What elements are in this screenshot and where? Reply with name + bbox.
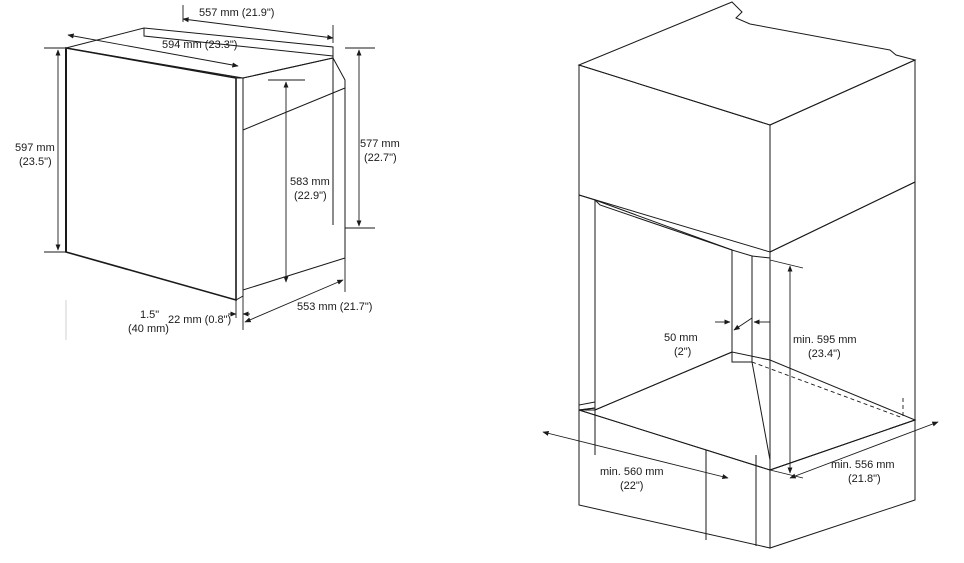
min-width-label-2: (22") (620, 480, 643, 492)
door-offset-label-1: 1.5" (140, 309, 159, 321)
vent-gap-label-2: (2") (674, 346, 691, 358)
height-front-label-1: 597 mm (15, 142, 55, 154)
cabinet-labels: 50 mm (2") min. 595 mm (23.4") min. 560 … (600, 332, 895, 492)
min-height-label-2: (23.4") (808, 348, 841, 360)
width-front-label: 594 mm (23.3") (162, 39, 237, 51)
cabinet-dimension-lines (542, 259, 939, 480)
door-offset-label-2: (40 mm) (128, 323, 169, 335)
height-front-label-2: (23.5") (19, 156, 52, 168)
oven-labels: 557 mm (21.9") 594 mm (23.3") 597 mm (23… (15, 7, 400, 335)
height-side-label-2: (22.7") (364, 152, 397, 164)
width-top-label: 557 mm (21.9") (199, 7, 274, 19)
min-depth-label-2: (21.8") (848, 473, 881, 485)
depth-body-label: 553 mm (21.7") (297, 301, 372, 313)
vent-gap-label-1: 50 mm (664, 332, 698, 344)
height-body-label-2: (22.9") (294, 190, 327, 202)
min-depth-label-1: min. 556 mm (831, 459, 895, 471)
door-thickness-label: 22 mm (0.8") (168, 314, 231, 326)
min-height-label-1: min. 595 mm (793, 334, 857, 346)
height-side-label-1: 577 mm (360, 138, 400, 150)
min-width-label-1: min. 560 mm (600, 466, 664, 478)
oven-dimension-lines (44, 5, 375, 340)
height-body-label-1: 583 mm (290, 176, 330, 188)
oven-drawing (65, 27, 346, 302)
